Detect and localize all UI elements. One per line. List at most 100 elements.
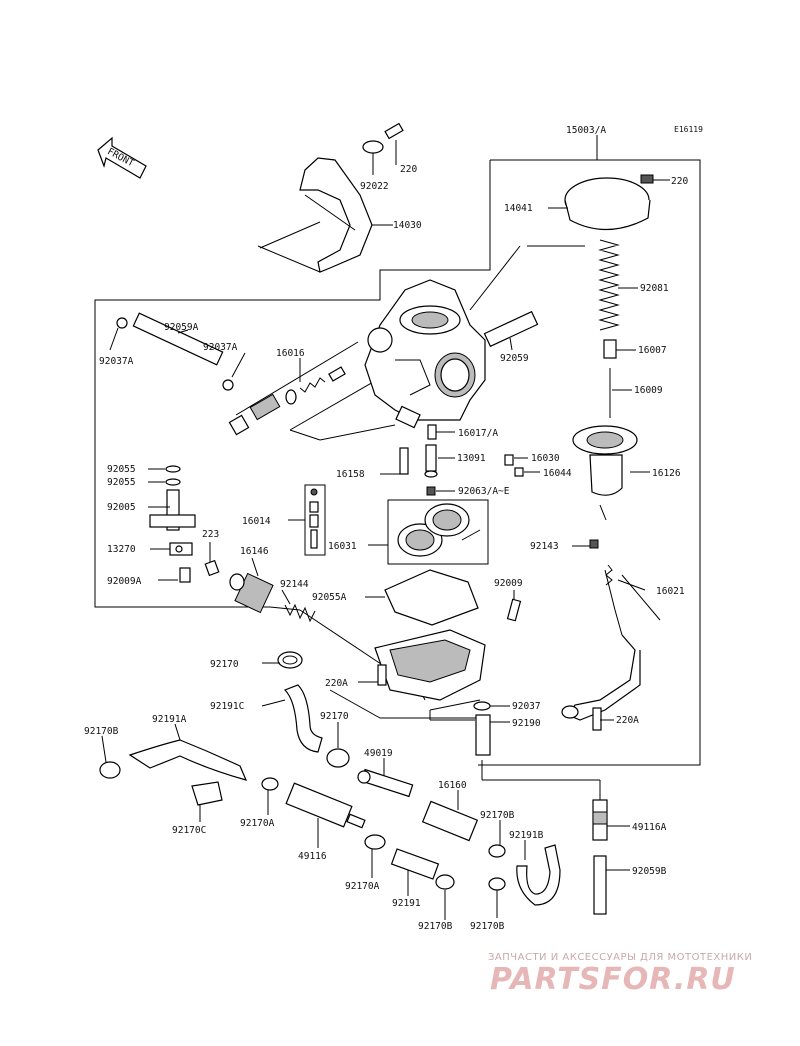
drain-tube-92190-part <box>475 714 491 756</box>
top-cover-part <box>299 157 373 273</box>
screw-92009A-part <box>179 567 191 583</box>
clamp-92037A-right <box>222 379 234 391</box>
label-49116A: 49116A <box>632 822 667 833</box>
hose-92191A-part <box>128 739 248 781</box>
diagram-ref-code: E16119 <box>674 125 703 134</box>
watermark-subtitle: ЗАПЧАСТИ И АКСЕССУАРЫ ДЛЯ МОТОТЕХНИКИ <box>488 952 753 963</box>
fuel-filter-16160-part <box>421 800 479 842</box>
label-220A-right: 220A <box>616 715 639 726</box>
clamp-92170-top-part <box>277 651 303 669</box>
hose-92191C-part <box>283 684 323 753</box>
hose-92191-part <box>390 848 440 880</box>
label-92059B: 92059B <box>632 866 667 877</box>
pilot-screw-assembly-part <box>228 366 346 436</box>
label-13091: 13091 <box>457 453 486 464</box>
label-92191A: 92191A <box>152 714 187 725</box>
label-16021: 16021 <box>656 586 685 597</box>
float-bowl-part <box>374 629 486 701</box>
vent-tube-92059A-part <box>132 312 224 366</box>
screw-223-part <box>204 559 220 577</box>
label-16044: 16044 <box>543 468 572 479</box>
clamp-92170-mid-part <box>326 748 350 768</box>
fuel-pump-49116A-part <box>592 799 608 841</box>
label-92059A: 92059A <box>164 322 199 333</box>
bolt-220A-left <box>377 664 387 686</box>
label-16126: 16126 <box>652 468 681 479</box>
jet-holder-part <box>395 405 421 429</box>
needle-jet-part <box>424 444 438 478</box>
o-ring-a-part <box>165 465 181 473</box>
hose-92191B-part <box>516 844 561 906</box>
label-92022: 92022 <box>360 181 389 192</box>
clamp-92170B-c-part <box>435 874 455 890</box>
bolt-220A-right <box>592 707 602 731</box>
label-16009: 16009 <box>634 385 663 396</box>
fuel-filter-49116-part <box>285 782 366 829</box>
assembly-outline-right <box>478 159 701 766</box>
tee-fitting-part <box>149 489 196 531</box>
label-16158: 16158 <box>336 469 365 480</box>
label-92191B: 92191B <box>509 830 544 841</box>
label-92081: 92081 <box>640 283 669 294</box>
vacuum-piston-part <box>572 425 638 496</box>
label-92170B-c: 92170B <box>418 921 453 932</box>
float-valve-part <box>229 572 274 614</box>
label-92005: 92005 <box>107 502 136 513</box>
needle-holder-part <box>603 339 617 359</box>
label-16007: 16007 <box>638 345 667 356</box>
label-92009: 92009 <box>494 578 523 589</box>
label-16014: 16014 <box>242 516 271 527</box>
label-92037A-right: 92037A <box>203 342 238 353</box>
clamp-92170B-d-part <box>488 877 506 891</box>
main-jet-92063-part <box>426 486 436 496</box>
cap-screw-part <box>362 122 404 154</box>
label-92009A: 92009A <box>107 576 142 587</box>
label-92144: 92144 <box>280 579 309 590</box>
label-16160: 16160 <box>438 780 467 791</box>
label-92191C: 92191C <box>210 701 244 712</box>
label-14041: 14041 <box>504 203 533 214</box>
label-223: 223 <box>202 529 219 540</box>
main-jet-part <box>427 424 437 440</box>
label-92055A: 92055A <box>312 592 347 603</box>
label-15003A: 15003/A <box>566 125 606 136</box>
label-16017A: 16017/A <box>458 428 498 439</box>
clamp-92170B-left-part <box>99 761 121 779</box>
label-92059: 92059 <box>500 353 529 364</box>
clamp-92170B-b-part <box>488 844 506 858</box>
label-92170B-b: 92170B <box>480 810 515 821</box>
label-49116: 49116 <box>298 851 327 862</box>
label-220-top: 220 <box>400 164 417 175</box>
label-220A-left: 220A <box>325 678 348 689</box>
needle-spring-part <box>598 239 620 331</box>
watermark-logo: PARTSFOR.RU <box>490 962 736 997</box>
label-92170C: 92170C <box>172 825 206 836</box>
label-49019: 49019 <box>364 748 393 759</box>
label-92170-b: 92170 <box>320 711 349 722</box>
label-92191: 92191 <box>392 898 421 909</box>
washer-16044-part <box>514 467 524 477</box>
fuel-pipe-49019-part <box>357 768 414 798</box>
label-16016: 16016 <box>276 348 305 359</box>
vent-tube-92059-part <box>483 310 539 348</box>
label-92190: 92190 <box>512 718 541 729</box>
label-92055-b: 92055 <box>107 477 136 488</box>
front-arrow-icon: FRONT <box>97 136 147 179</box>
tube-92059B-part <box>593 855 607 915</box>
label-92170A-a: 92170A <box>240 818 275 829</box>
label-92055-a: 92055 <box>107 464 136 475</box>
diaphragm-cover-part <box>564 174 654 231</box>
clamp-92037-part <box>473 701 491 711</box>
label-92170B-d: 92170B <box>470 921 505 932</box>
clamp-92037A-left <box>116 317 128 329</box>
pilot-jet-part <box>399 447 409 475</box>
clip-16030-part <box>504 454 514 466</box>
label-92143: 92143 <box>530 541 559 552</box>
clip-92170C-part <box>191 781 223 806</box>
label-92037A-left: 92037A <box>99 356 134 367</box>
label-220-cap: 220 <box>671 176 688 187</box>
label-92170B-a: 92170B <box>84 726 119 737</box>
label-92037: 92037 <box>512 701 541 712</box>
